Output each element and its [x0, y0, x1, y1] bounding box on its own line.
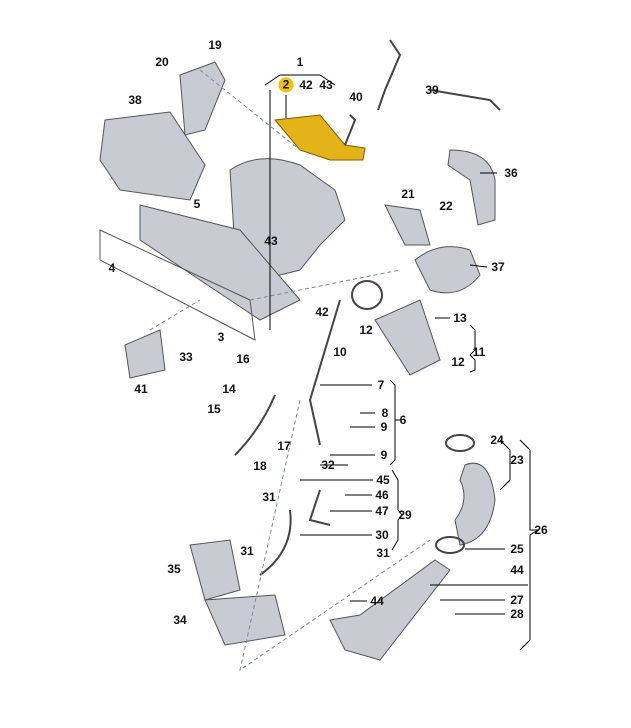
part-number-label: 16	[236, 352, 250, 366]
part-number-label: 45	[376, 473, 390, 487]
part-number-label: 24	[490, 433, 504, 447]
part-number-label: 25	[510, 542, 524, 556]
part-number-label: 15	[207, 402, 221, 416]
part-number-label: 12	[359, 323, 373, 337]
part-number-label: 26	[534, 523, 548, 537]
part-number-label: 23	[510, 453, 524, 467]
housing-34-part	[204, 594, 286, 646]
part-number-label: 44	[510, 563, 524, 577]
part-number-label: 10	[333, 345, 347, 359]
part-number-label: 31	[240, 544, 254, 558]
exhaust-manifold-part	[139, 204, 301, 321]
part-number-label: 28	[510, 607, 524, 621]
part-number-label: 18	[253, 459, 267, 473]
bracket-part	[384, 204, 431, 246]
part-number-label: 4	[108, 261, 116, 275]
part-number-label: 34	[173, 613, 187, 627]
catalytic-converter-part	[99, 111, 206, 201]
part-number-label: 39	[425, 83, 439, 97]
manifold-gasket-part	[99, 229, 256, 341]
part-number-label: 47	[375, 504, 389, 518]
part-number-label: 29	[398, 508, 412, 522]
part-number-label: 6	[399, 413, 407, 427]
actuator-part	[274, 114, 366, 161]
part-number-label: 43	[319, 78, 333, 92]
part-number-label: 17	[277, 439, 291, 453]
part-number-label: 12	[451, 355, 465, 369]
part-number-label: 43	[264, 234, 278, 248]
highlighted-part-number: 2	[278, 77, 294, 93]
turbocharger-part	[229, 158, 346, 281]
part-number-label: 19	[208, 38, 222, 52]
part-number-label: 30	[375, 528, 389, 542]
part-number-label: 3	[217, 330, 225, 344]
part-number-label: 14	[222, 382, 236, 396]
part-number-label: 31	[262, 490, 276, 504]
part-number-label: 13	[453, 311, 467, 325]
part-number-label: 8	[381, 406, 389, 420]
part-number-label: 21	[401, 187, 415, 201]
part-number-label: 46	[375, 488, 389, 502]
intercooler-pipe-part	[374, 299, 441, 376]
part-number-label: 37	[491, 260, 505, 274]
part-number-label: 5	[193, 197, 201, 211]
elbow-part	[414, 246, 481, 294]
hose-23-part	[454, 462, 496, 546]
part-number-label: 22	[439, 199, 453, 213]
part-number-label: 7	[377, 378, 385, 392]
part-number-label: 41	[134, 382, 148, 396]
part-number-label: 38	[128, 93, 142, 107]
part-number-label: 42	[299, 78, 313, 92]
part-number-label: 9	[380, 448, 388, 462]
part-number-label: 9	[380, 420, 388, 434]
part-number-label: 27	[510, 593, 524, 607]
part-number-label: 1	[296, 55, 304, 69]
charge-pipe-part	[329, 559, 451, 661]
part-number-label: 42	[315, 305, 329, 319]
heat-shield-part	[179, 61, 226, 136]
part-number-label: 20	[155, 55, 169, 69]
housing-35-part	[189, 539, 241, 601]
part-number-label: 33	[179, 350, 193, 364]
part-number-label: 35	[167, 562, 181, 576]
part-number-label: 31	[376, 546, 390, 560]
part-number-label: 36	[504, 166, 518, 180]
bracket-41-part	[124, 329, 166, 379]
part-number-label: 11	[472, 345, 486, 359]
part-number-label: 32	[321, 458, 335, 472]
part-number-label: 44	[370, 594, 384, 608]
part-number-label: 40	[349, 90, 363, 104]
intake-pipe-part	[447, 149, 496, 226]
